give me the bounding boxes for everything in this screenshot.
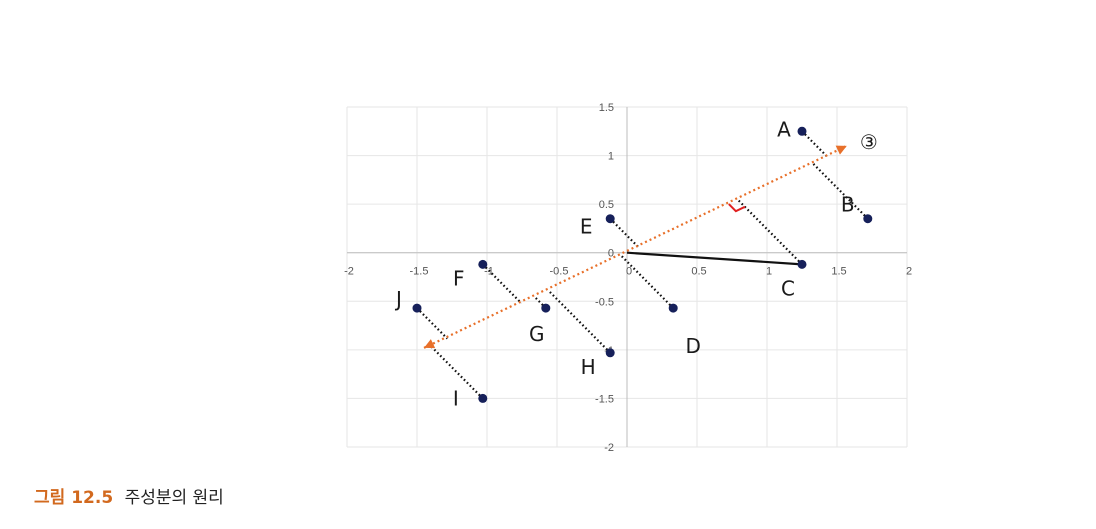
principal-component-axis	[423, 144, 848, 349]
projection-line	[609, 217, 640, 248]
x-tick-label: -2	[344, 266, 354, 278]
x-tick-label: 0.5	[691, 266, 706, 278]
figure-caption: 그림 12.5 주성분의 원리	[34, 483, 224, 508]
y-tick-label: 0.5	[599, 199, 614, 211]
projection-lines	[416, 130, 869, 400]
projection-line	[416, 307, 449, 340]
y-tick-label: -1.5	[595, 393, 614, 405]
pc-axis-line	[423, 144, 848, 349]
point-label-d: D	[685, 334, 700, 358]
vector-line	[626, 251, 803, 266]
y-tick-labels: -2-1.5-1-0.500.511.5	[595, 102, 614, 454]
point-label-j: J	[394, 287, 402, 311]
data-point-b	[863, 214, 873, 224]
y-tick-label: -2	[604, 442, 614, 454]
pc-axis-label: ③	[860, 130, 878, 154]
right-angle-marker	[728, 203, 746, 213]
right-angle-mark	[728, 203, 746, 213]
point-label-b: B	[841, 193, 855, 217]
projection-line	[801, 130, 829, 158]
data-point-e	[605, 214, 615, 224]
data-point-h	[605, 348, 615, 358]
axis-label-3: ③	[860, 130, 878, 154]
projection-line	[620, 254, 674, 309]
data-point-j	[412, 303, 422, 313]
point-label-h: H	[581, 355, 596, 379]
point-labels: A B C D E F G H I J	[394, 117, 855, 410]
projection-line	[533, 296, 547, 309]
y-tick-label: 0	[608, 248, 614, 260]
point-label-e: E	[580, 215, 593, 239]
x-tick-labels: -2-1.5-1-0.500.511.52	[344, 266, 912, 278]
data-point-g	[541, 303, 551, 313]
data-point-a	[797, 126, 807, 136]
x-tick-label: 1	[766, 266, 772, 278]
y-tick-label: -0.5	[595, 296, 614, 308]
y-tick-label: 1.5	[599, 102, 614, 114]
x-tick-label: -0.5	[550, 266, 569, 278]
arrowhead	[835, 145, 847, 155]
vector-c	[626, 251, 803, 266]
y-tick-label: 1	[608, 151, 614, 163]
point-label-g: G	[529, 322, 545, 346]
x-tick-label: -1.5	[410, 266, 429, 278]
x-tick-label: 0	[626, 266, 632, 278]
point-label-c: C	[781, 276, 795, 300]
projection-line	[482, 263, 523, 304]
x-tick-label: 2	[906, 266, 912, 278]
data-point-i	[478, 393, 488, 403]
projection-line	[812, 162, 869, 220]
data-point-d	[668, 303, 678, 313]
x-tick-label: 1.5	[831, 266, 846, 278]
figure-title: 주성분의 원리	[124, 488, 224, 508]
pca-chart: -2-1.5-1-0.500.511.52 -2-1.5-1-0.500.511…	[344, 102, 912, 454]
arrowhead	[424, 339, 436, 349]
data-points	[412, 126, 873, 403]
data-point-f	[478, 259, 488, 269]
data-point-c	[797, 259, 807, 269]
point-label-a: A	[777, 117, 791, 141]
projection-line	[737, 198, 803, 266]
figure-number: 그림 12.5	[34, 488, 114, 508]
point-label-i: I	[453, 386, 459, 410]
point-label-f: F	[453, 266, 465, 290]
